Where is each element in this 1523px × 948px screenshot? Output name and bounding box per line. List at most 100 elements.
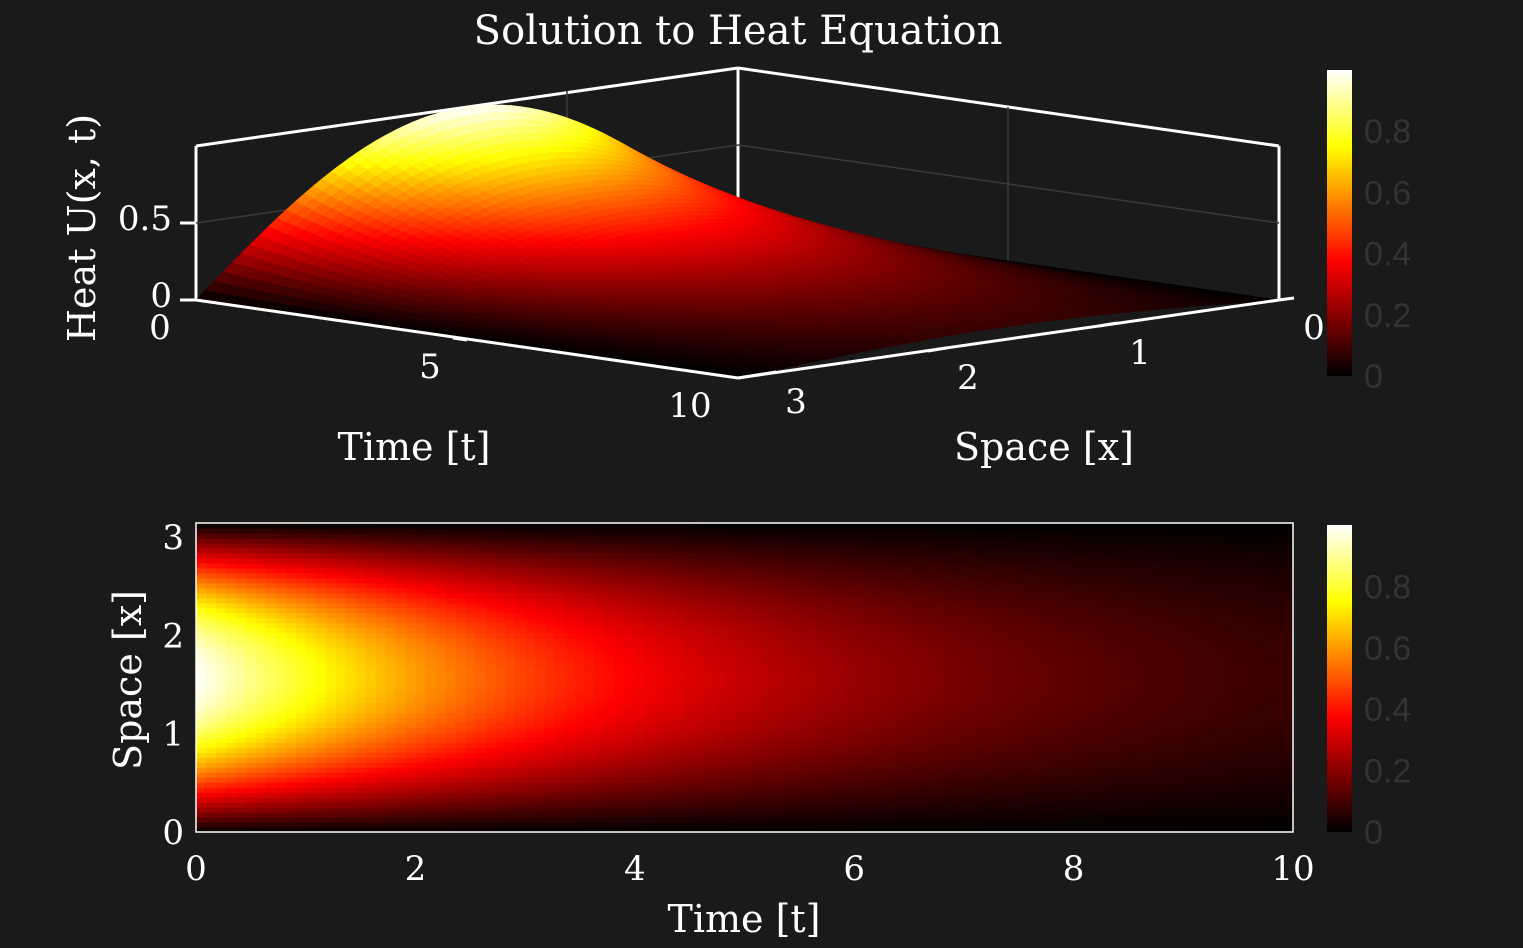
heatmap-cell: [345, 822, 357, 828]
heatmap-cell: [345, 632, 357, 639]
heatmap-cell: [265, 622, 277, 629]
heatmap-cell: [196, 712, 207, 718]
heatmap-cell: [265, 587, 277, 594]
colorbar-top: 00.20.40.60.8: [1327, 70, 1411, 396]
heatmap-cell: [255, 667, 267, 674]
heatmap-cell: [335, 657, 347, 664]
heatmap-cell: [235, 697, 247, 704]
heatmap-cell: [365, 527, 377, 534]
heatmap-cell: [405, 597, 416, 604]
heatmap-cell: [305, 557, 317, 564]
heatmap-cell: [395, 757, 407, 763]
heatmap-cell: [225, 762, 237, 768]
heatmap-cell: [395, 762, 407, 768]
heatmap-cell: [215, 727, 227, 733]
heatmap-cell: [355, 772, 367, 778]
heatmap-cell: [315, 742, 327, 748]
heatmap-cell: [295, 567, 307, 574]
heatmap-cell: [355, 707, 367, 713]
heatmap-cell: [305, 762, 317, 768]
heatmap-cell: [385, 752, 397, 758]
heatmap-cell: [275, 652, 287, 659]
heatmap-cell: [255, 662, 267, 669]
heatmap-cell: [375, 787, 387, 793]
heatmap-cell: [395, 722, 407, 728]
heatmap-cell: [245, 602, 257, 609]
heatmap-cell: [225, 727, 237, 733]
heatmap-cell: [385, 567, 397, 574]
heatmap-cell: [395, 572, 407, 579]
heatmap-cell: [335, 747, 347, 753]
heatmap-cell: [305, 712, 317, 718]
heatmap-cell: [275, 767, 287, 773]
heatmap-cell: [255, 797, 267, 803]
heatmap-cell: [275, 577, 287, 584]
heatmap-cell: [225, 797, 237, 803]
heatmap-cell: [325, 727, 337, 733]
heatmap-cell: [245, 523, 257, 529]
heatmap-cell: [325, 572, 337, 579]
heatmap-cell: [405, 542, 416, 549]
heatmap-cell: [365, 762, 377, 768]
y-tick-label: 3: [785, 382, 807, 422]
heatmap-cell: [205, 637, 217, 644]
heatmap-cell: [265, 527, 277, 534]
heatmap-cell: [215, 612, 227, 619]
heatmap-cell: [395, 717, 407, 723]
heatmap-cell: [225, 527, 237, 534]
heatmap-cell: [245, 547, 257, 554]
heatmap-cell: [215, 692, 227, 699]
heatmap-cell: [375, 542, 387, 549]
heatmap-cell: [235, 797, 247, 803]
heatmap-cell: [265, 712, 277, 718]
heatmap-cell: [265, 807, 277, 813]
heatmap-cell: [355, 602, 367, 609]
heatmap-cell: [265, 562, 277, 569]
heatmap-cell: [295, 532, 307, 539]
z-tick-label: 0.5: [118, 199, 172, 239]
heatmap-cell: [315, 677, 327, 684]
heatmap-cell: [245, 697, 257, 704]
heatmap-cell: [215, 747, 227, 753]
heatmap-cell: [405, 617, 416, 624]
heatmap-cell: [295, 657, 307, 664]
heatmap-cell: [255, 707, 267, 713]
heatmap-cell: [196, 807, 207, 813]
y-tick-label: 0: [1303, 308, 1325, 348]
heatmap-cell: [215, 812, 227, 818]
heatmap-cell: [285, 647, 297, 654]
heatmap-cell: [255, 717, 267, 723]
heatmap-cell: [225, 667, 237, 674]
heatmap-cell: [315, 547, 327, 554]
heatmap-cell: [335, 662, 347, 669]
heatmap-cell: [325, 787, 337, 793]
heatmap-cell: [265, 532, 277, 539]
heatmap-cell: [385, 642, 397, 649]
heatmap-cell: [225, 617, 237, 624]
heatmap-cell: [395, 737, 407, 743]
heatmap-cell: [355, 727, 367, 733]
heatmap-cell: [375, 557, 387, 564]
heatmap-cell: [205, 717, 217, 723]
heatmap-cell: [305, 567, 317, 574]
heatmap-cell: [275, 702, 287, 708]
heatmap-cell: [365, 787, 377, 793]
heatmap-cell: [265, 652, 277, 659]
heatmap-cell: [235, 622, 247, 629]
heatmap-cell: [255, 772, 267, 778]
heatmap-cell: [315, 652, 327, 659]
heatmap-cell: [385, 592, 397, 599]
heatmap-cell: [245, 542, 257, 549]
heatmap-cell: [255, 807, 267, 813]
heatmap-cell: [265, 762, 277, 768]
heatmap-cell: [315, 632, 327, 639]
heatmap-cell: [225, 622, 237, 629]
heatmap-cell: [355, 812, 367, 818]
heatmap-cell: [365, 797, 377, 803]
heatmap-cell: [395, 532, 407, 539]
heatmap-cell: [385, 523, 397, 529]
heatmap-cell: [345, 652, 357, 659]
heatmap-cell: [405, 627, 416, 634]
heatmap-cell: [395, 527, 407, 534]
heatmap-cell: [225, 532, 237, 539]
